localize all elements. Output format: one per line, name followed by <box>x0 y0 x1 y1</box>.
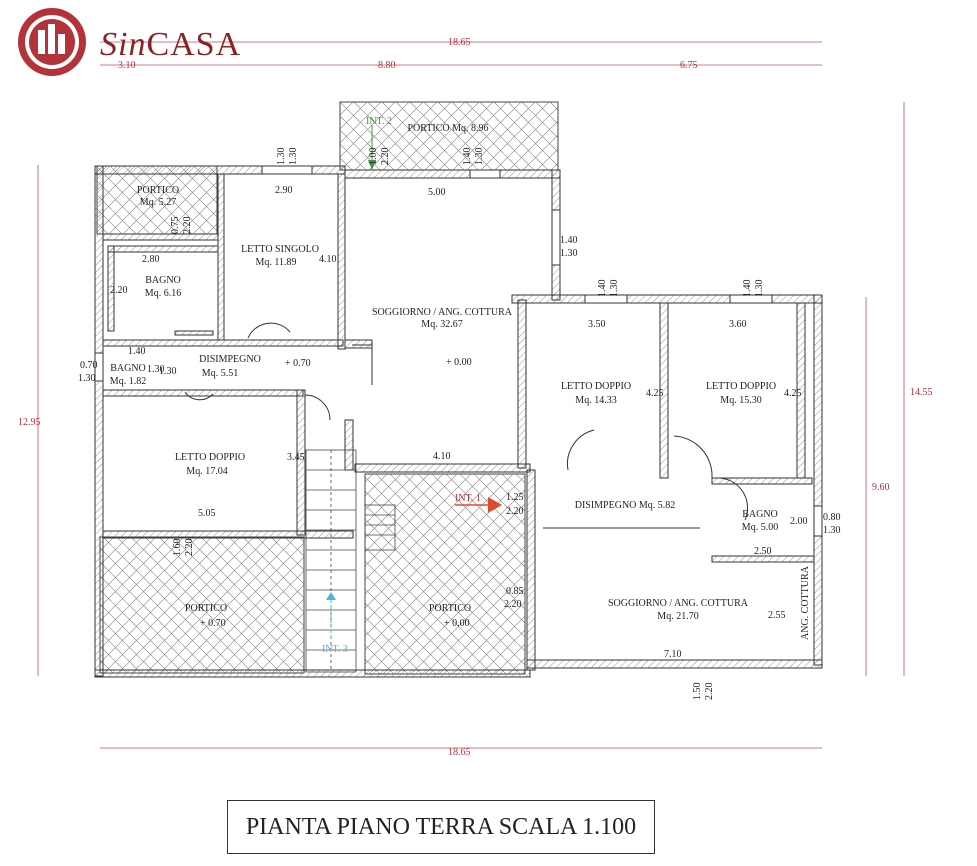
dim-top-total: 18.65 <box>448 37 471 48</box>
dim-top-seg2: 8.80 <box>378 60 396 71</box>
dim-right-inner: 9.60 <box>872 482 890 493</box>
dim-top-seg3: 6.75 <box>680 60 698 71</box>
entrance-int3-icon <box>326 592 336 640</box>
plan-title: PIANTA PIANO TERRA SCALA 1.100 <box>227 800 655 854</box>
brand-logo-icon <box>18 8 86 76</box>
entrance-int1-icon <box>455 497 502 513</box>
dim-right-outer: 14.55 <box>910 387 933 398</box>
door-swings <box>184 322 749 529</box>
dim-bottom-total: 18.65 <box>448 747 471 758</box>
top-dimensions <box>37 41 905 749</box>
brand-name: SinCASA <box>100 26 242 63</box>
windows <box>94 165 823 537</box>
dim-top-seg1: 3.10 <box>118 60 136 71</box>
staircase <box>305 449 396 673</box>
entrance-int2-icon <box>368 125 376 170</box>
dim-left-height: 12.95 <box>18 417 41 428</box>
porticos <box>96 101 559 675</box>
